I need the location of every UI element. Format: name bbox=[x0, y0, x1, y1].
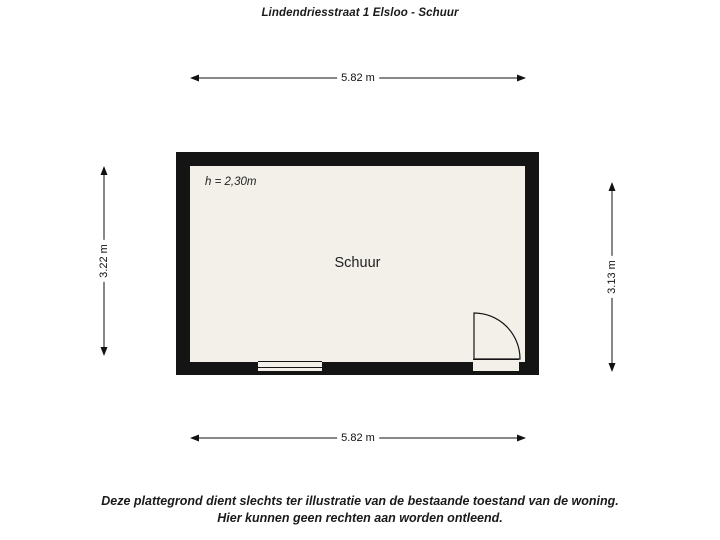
dimension-bottom: 5.82 m bbox=[190, 430, 526, 446]
door-swing-arc bbox=[473, 312, 521, 360]
dimension-top-label: 5.82 m bbox=[337, 72, 379, 84]
window-symbol bbox=[258, 361, 322, 372]
floorplan-drawing: h = 2,30m Schuur bbox=[176, 152, 539, 375]
dimension-right-label: 3.13 m bbox=[606, 256, 618, 298]
dimension-top: 5.82 m bbox=[190, 70, 526, 86]
ceiling-height-label: h = 2,30m bbox=[205, 176, 257, 188]
door-opening bbox=[473, 359, 519, 372]
dimension-left-label: 3.22 m bbox=[98, 240, 110, 282]
dimension-right: 3.13 m bbox=[604, 182, 620, 372]
room-floor-schuur bbox=[190, 166, 525, 362]
dimension-left: 3.22 m bbox=[96, 166, 112, 356]
disclaimer-line-1: Deze plattegrond dient slechts ter illus… bbox=[101, 494, 619, 508]
dimension-bottom-label: 5.82 m bbox=[337, 432, 379, 444]
disclaimer-line-2: Hier kunnen geen rechten aan worden ontl… bbox=[217, 511, 503, 525]
room-name-label: Schuur bbox=[334, 255, 381, 271]
page-title: Lindendriesstraat 1 Elsloo - Schuur bbox=[261, 7, 459, 19]
